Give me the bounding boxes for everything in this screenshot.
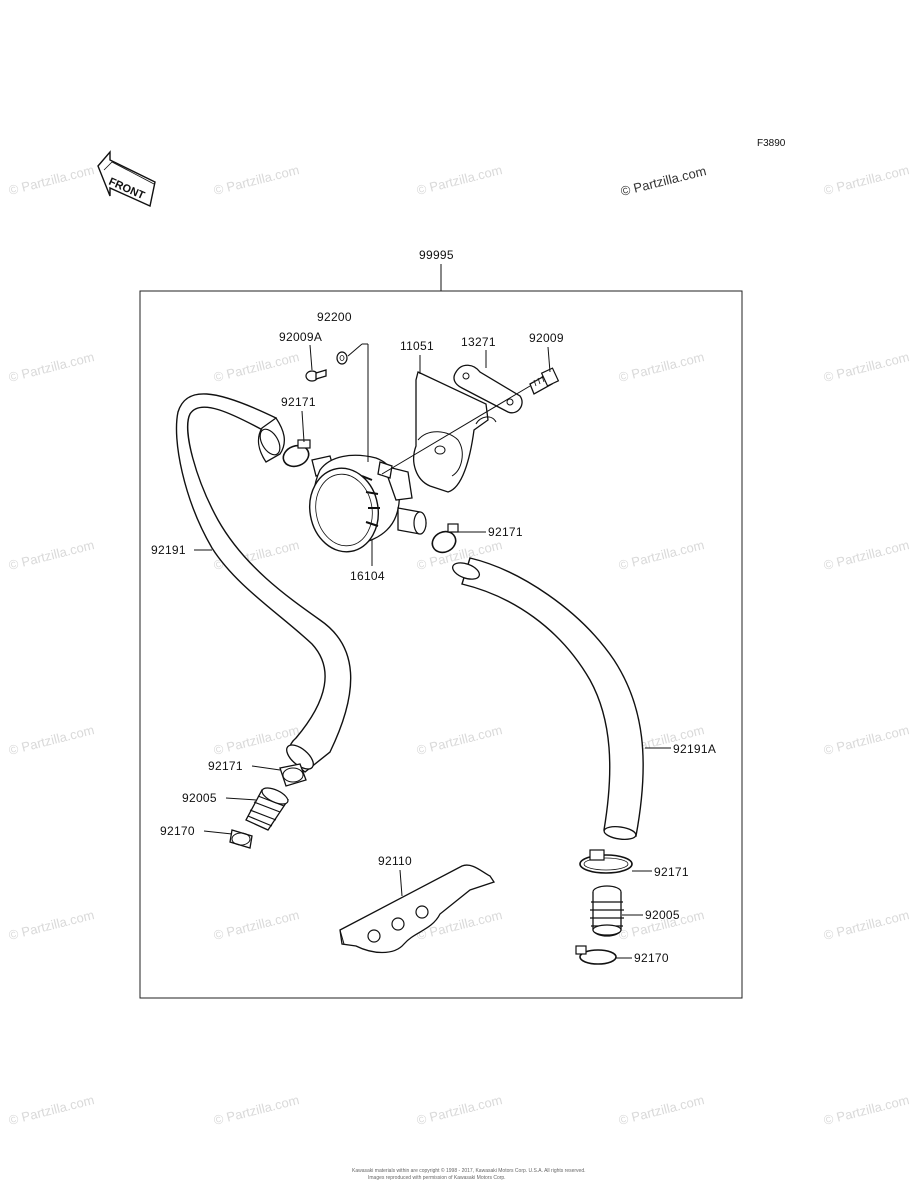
- label-92005-left: 92005: [182, 791, 217, 805]
- footer-permission: Images reproduced with permission of Kaw…: [368, 1175, 506, 1181]
- label-92009: 92009: [529, 331, 564, 345]
- bolt-92009: [529, 367, 560, 395]
- clamp-92171-right: [579, 849, 633, 874]
- leader-line: [381, 385, 531, 475]
- label-92171-left: 92171: [208, 759, 243, 773]
- hose-92191A: [451, 557, 644, 840]
- label-92171-mid: 92171: [488, 525, 523, 539]
- label-92191A: 92191A: [673, 742, 716, 756]
- leader-line: [309, 344, 313, 371]
- watermark: © Partzilla.com: [415, 162, 504, 198]
- clamp-92171-top: [282, 439, 311, 468]
- label-92170-right: 92170: [634, 951, 669, 965]
- clamp-92171-mid: [431, 523, 459, 554]
- watermark: © Partzilla.com: [415, 1092, 504, 1128]
- washer-92200: [336, 351, 348, 365]
- leader-line: [547, 346, 551, 373]
- leader-line: [347, 343, 363, 357]
- front-arrow-icon: FRONT: [97, 150, 156, 207]
- kit-frame: [139, 290, 743, 999]
- diagram-code: F3890: [757, 138, 786, 149]
- label-99995: 99995: [419, 248, 454, 262]
- watermark: © Partzilla.com: [212, 907, 301, 943]
- footer-copyright: Kawasaki materials within are copyright …: [352, 1167, 586, 1174]
- watermark: © Partzilla.com: [617, 537, 706, 573]
- watermark: © Partzilla.com: [822, 1092, 911, 1128]
- label-92009A: 92009A: [279, 330, 322, 344]
- watermark: © Partzilla.com: [7, 1092, 96, 1128]
- watermark-grid: © Partzilla.com © Partzilla.com © Partzi…: [7, 162, 911, 1128]
- leader-line: [203, 830, 233, 835]
- fitting-92005-right: [590, 885, 624, 937]
- watermark: © Partzilla.com: [822, 162, 911, 198]
- hose-92191: [175, 393, 352, 773]
- watermark: © Partzilla.com: [7, 722, 96, 758]
- label-13271: 13271: [461, 335, 496, 349]
- watermark: © Partzilla.com: [7, 349, 96, 385]
- fitting-92005-left: [245, 787, 289, 831]
- watermark: © Partzilla.com: [212, 1092, 301, 1128]
- watermark: © Partzilla.com: [617, 349, 706, 385]
- copyright-watermark: © Partzilla.com: [619, 163, 708, 199]
- watermark: © Partzilla.com: [822, 907, 911, 943]
- leader-line: [225, 797, 257, 801]
- label-16104: 16104: [350, 569, 385, 583]
- watermark: © Partzilla.com: [415, 722, 504, 758]
- label-92200: 92200: [317, 310, 352, 324]
- leader-line: [251, 765, 281, 771]
- clamp-92171-left: [279, 763, 307, 787]
- label-92005-right: 92005: [645, 908, 680, 922]
- pump-16104: [309, 454, 427, 553]
- watermark: © Partzilla.com: [7, 537, 96, 573]
- watermark: © Partzilla.com: [7, 162, 96, 198]
- protector-92110: [339, 864, 496, 954]
- label-92170-left: 92170: [160, 824, 195, 838]
- leader-line: [399, 869, 403, 897]
- leader-line: [301, 410, 305, 443]
- sleeve-left: [257, 417, 286, 463]
- label-92171-right: 92171: [654, 865, 689, 879]
- watermark: © Partzilla.com: [7, 907, 96, 943]
- watermark: © Partzilla.com: [212, 349, 301, 385]
- bolt-92009A: [305, 369, 327, 382]
- watermark: © Partzilla.com: [617, 1092, 706, 1128]
- label-92171-top: 92171: [281, 395, 316, 409]
- watermark: © Partzilla.com: [822, 537, 911, 573]
- label-92110: 92110: [378, 854, 412, 868]
- watermark: © Partzilla.com: [822, 722, 911, 758]
- clamp-92170-right: [575, 945, 617, 965]
- watermark: © Partzilla.com: [212, 162, 301, 198]
- label-11051: 11051: [400, 339, 434, 353]
- label-92191: 92191: [151, 543, 186, 557]
- watermark: © Partzilla.com: [822, 349, 911, 385]
- clamp-92170-left: [229, 829, 253, 849]
